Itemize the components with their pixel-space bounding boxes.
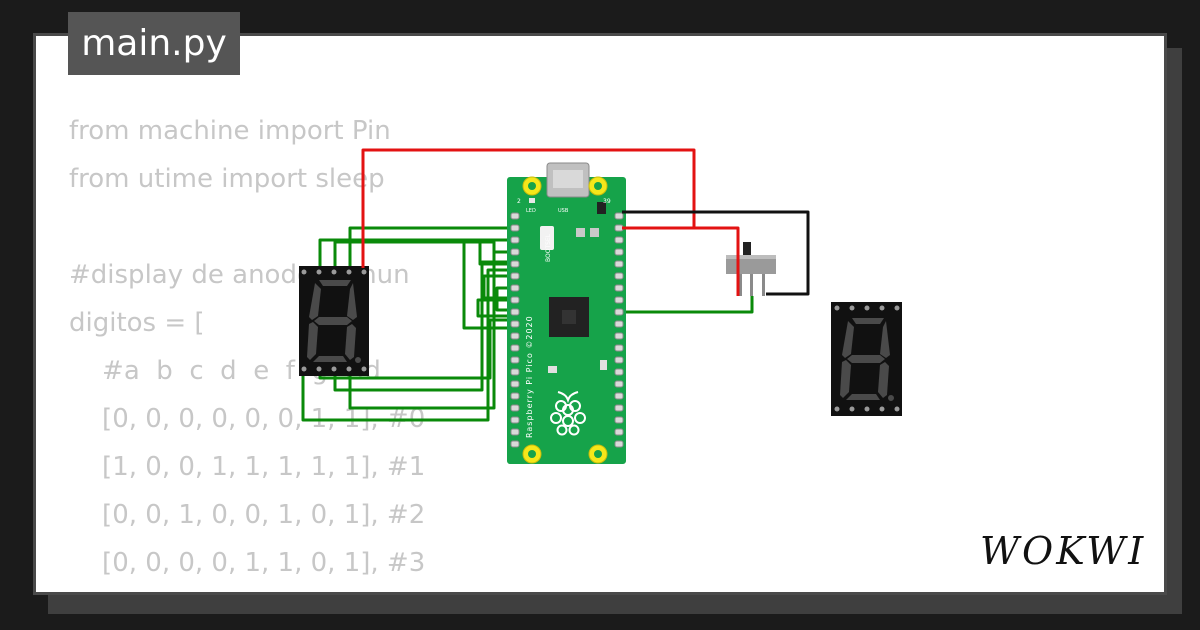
display-pin[interactable] (361, 366, 367, 372)
code-line: from machine import Pin (69, 116, 391, 146)
pico-pin-right[interactable] (614, 296, 624, 304)
pico-pin-right[interactable] (614, 428, 624, 436)
pico-pin-left[interactable] (510, 344, 520, 352)
power-wires (361, 148, 810, 296)
pico-bootsel-label: BOOTSEL (545, 233, 552, 262)
pico-pin-left[interactable] (510, 296, 520, 304)
green-wires (301, 226, 754, 422)
usb-port-icon (546, 162, 590, 198)
display-pin[interactable] (301, 269, 307, 275)
pico-pin-right[interactable] (614, 260, 624, 268)
pico-pin-right[interactable] (614, 392, 624, 400)
pico-pin-left[interactable] (510, 224, 520, 232)
pico-pin-right[interactable] (614, 284, 624, 292)
pico-pin-left[interactable] (510, 308, 520, 316)
display-pin[interactable] (879, 305, 885, 311)
pico-pin-left[interactable] (510, 212, 520, 220)
code-line: digitos = [ (69, 308, 205, 338)
pico-pin-left[interactable] (510, 440, 520, 448)
pico-pin-left[interactable] (510, 368, 520, 376)
pico-pin-left[interactable] (510, 356, 520, 364)
seven-segment-display-icon (840, 318, 894, 401)
pico-pin-39-label: 39 (603, 198, 611, 205)
display-pin[interactable] (879, 406, 885, 412)
display-pin[interactable] (864, 406, 870, 412)
seven-segment-display-icon (307, 280, 361, 363)
pico-pin-right[interactable] (614, 404, 624, 412)
pico-pin-left[interactable] (510, 236, 520, 244)
display-pin[interactable] (331, 269, 337, 275)
file-tab[interactable]: main.py (68, 12, 240, 75)
display-pin[interactable] (316, 269, 322, 275)
pico-pin-left[interactable] (510, 248, 520, 256)
pico-pin-right[interactable] (614, 344, 624, 352)
display-pin[interactable] (894, 305, 900, 311)
pico-pin-right[interactable] (614, 368, 624, 376)
pico-pin-left[interactable] (510, 416, 520, 424)
code-line: [0, 0, 1, 0, 0, 1, 0, 1], #2 (69, 500, 426, 530)
display-pin[interactable] (331, 366, 337, 372)
pico-pin-right[interactable] (614, 416, 624, 424)
code-line: [0, 0, 0, 0, 1, 1, 0, 1], #3 (69, 548, 426, 578)
pico-pin-left[interactable] (510, 380, 520, 388)
pico-pin-left[interactable] (510, 260, 520, 268)
pico-pin-right[interactable] (614, 308, 624, 316)
pico-led-label: LED (526, 208, 536, 214)
svg-text:WOKWI: WOKWI (980, 529, 1146, 573)
pico-pin-right[interactable] (614, 248, 624, 256)
display-pin[interactable] (316, 366, 322, 372)
code-line: [1, 0, 0, 1, 1, 1, 1, 1], #1 (69, 452, 426, 482)
pico-pin-right[interactable] (614, 212, 624, 220)
display-pin[interactable] (849, 406, 855, 412)
pico-pin-left[interactable] (510, 332, 520, 340)
seven-segment-display-1[interactable] (299, 266, 369, 376)
display-pin[interactable] (849, 305, 855, 311)
pico-pin-right[interactable] (614, 272, 624, 280)
pico-pin-left[interactable] (510, 428, 520, 436)
pico-pin-left[interactable] (510, 320, 520, 328)
display-pin[interactable] (834, 406, 840, 412)
display-pin[interactable] (346, 269, 352, 275)
raspberry-pi-logo-icon (550, 391, 586, 436)
pico-pin-right[interactable] (614, 320, 624, 328)
raspberry-pi-pico[interactable]: 2 39 LED USB BOOTSEL Raspberry Pi Pico ©… (507, 162, 626, 464)
display-pin[interactable] (894, 406, 900, 412)
slide-switch-icon[interactable] (726, 242, 776, 296)
pico-board-name: Raspberry Pi Pico ©2020 (525, 315, 534, 438)
pico-pin-right[interactable] (614, 236, 624, 244)
display-pin[interactable] (346, 366, 352, 372)
pico-pin-right[interactable] (614, 332, 624, 340)
display-pin[interactable] (301, 366, 307, 372)
seven-segment-display-2[interactable] (831, 302, 902, 416)
pico-pin-left[interactable] (510, 284, 520, 292)
pico-pin-right[interactable] (614, 356, 624, 364)
display-pin[interactable] (361, 269, 367, 275)
pico-pin-2-label: 2 (517, 198, 521, 205)
pico-pin-left[interactable] (510, 404, 520, 412)
pico-pin-right[interactable] (614, 224, 624, 232)
code-line: from utime import sleep (69, 164, 385, 194)
display-pin[interactable] (834, 305, 840, 311)
display-pin[interactable] (864, 305, 870, 311)
pico-pin-left[interactable] (510, 272, 520, 280)
pico-usb-label: USB (558, 208, 569, 214)
pico-left-pins (510, 212, 520, 448)
code-preview: from machine import Pin from utime import… (69, 107, 426, 592)
pico-pin-right[interactable] (614, 440, 624, 448)
pico-right-pins (614, 212, 624, 448)
pico-pin-right[interactable] (614, 380, 624, 388)
pico-pin-left[interactable] (510, 392, 520, 400)
wokwi-logo: WOKWI (980, 529, 1146, 573)
